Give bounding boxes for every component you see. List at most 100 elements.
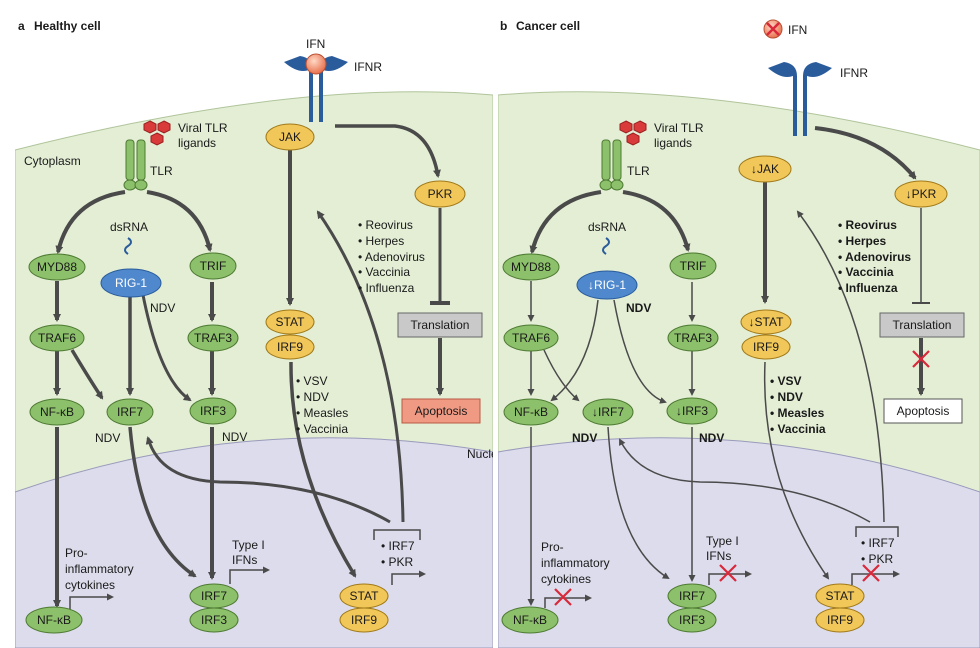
svg-text:STAT: STAT	[826, 589, 856, 603]
node-jak: JAK	[265, 123, 315, 151]
svg-text:STAT: STAT	[276, 315, 306, 329]
tlr-label: TLR	[150, 164, 173, 178]
node-irf3-nuclear-b: IRF3	[667, 607, 717, 633]
svg-text:IRF3: IRF3	[200, 404, 226, 418]
svg-text:IRF3: IRF3	[679, 613, 705, 627]
dsrna-label: dsRNA	[110, 220, 148, 234]
dsrna-icon	[124, 237, 132, 255]
pkr-virus-list: • Reovirus • Herpes • Adenovirus • Vacci…	[358, 218, 425, 295]
isg-pkr-b: • PKR	[861, 552, 894, 566]
svg-text:cytokines: cytokines	[541, 572, 591, 586]
svg-text:TRAF3: TRAF3	[194, 331, 232, 345]
viral-ligands-icon	[143, 120, 171, 146]
svg-text:• Reovirus: • Reovirus	[358, 218, 413, 232]
gene-arrows-b	[544, 526, 900, 608]
svg-text:a: a	[18, 19, 25, 33]
svg-text:↓STAT: ↓STAT	[749, 315, 785, 329]
tlr-receptor-b	[599, 139, 624, 191]
isg-pkr: • PKR	[381, 555, 414, 569]
svg-text:RIG-1: RIG-1	[115, 276, 147, 290]
ifnr-receptor	[284, 53, 348, 122]
apoptosis-box: Apoptosis	[401, 398, 481, 424]
node-traf3-b: TRAF3	[667, 324, 719, 352]
node-nfkb-b: NF-κB	[503, 398, 559, 426]
svg-text:↓PKR: ↓PKR	[906, 187, 937, 201]
svg-text:TRAF6: TRAF6	[512, 331, 550, 345]
node-irf9: IRF9	[265, 334, 315, 360]
node-irf9-nuclear: IRF9	[339, 607, 389, 633]
svg-text:PKR: PKR	[428, 187, 453, 201]
svg-text:NF-κB: NF-κB	[514, 405, 548, 419]
dsrna-icon-b	[602, 237, 610, 255]
node-myd88: MYD88	[28, 253, 86, 281]
panel-b-letter: b	[500, 19, 507, 33]
svg-text:inflammatory: inflammatory	[65, 562, 134, 576]
svg-text:• Measles: • Measles	[770, 406, 825, 420]
svg-text:• Vaccinia: • Vaccinia	[770, 422, 826, 436]
svg-text:• Vaccinia: • Vaccinia	[838, 265, 894, 279]
ndv-label-irf7: NDV	[95, 431, 120, 445]
translation-box-b: Translation	[879, 312, 965, 338]
svg-text:IRF7: IRF7	[201, 589, 227, 603]
svg-text:IFNs: IFNs	[232, 553, 257, 567]
panel-b-title: Cancer cell	[516, 19, 580, 33]
svg-text:• Vaccinia: • Vaccinia	[296, 422, 348, 436]
isg-irf7-b: • IRF7	[861, 536, 895, 550]
tlr-label-b: TLR	[627, 164, 650, 178]
ndv-label-rig-b: NDV	[626, 301, 651, 315]
svg-text:Translation: Translation	[411, 318, 470, 332]
node-nfkb-nuclear-b: NF-κB	[501, 606, 559, 634]
svg-text:• Influenza: • Influenza	[838, 281, 898, 295]
svg-text:• VSV: • VSV	[296, 374, 328, 388]
svg-text:IRF3: IRF3	[201, 613, 227, 627]
ifnr-receptor-b	[768, 62, 832, 136]
panel-b: b Cancer cell IFN IFNR Viral TLR ligands…	[498, 19, 980, 648]
svg-text:TRAF3: TRAF3	[674, 331, 712, 345]
svg-text:IRF9: IRF9	[753, 340, 779, 354]
viral-ligands-icon-b	[619, 120, 647, 146]
node-rig1: RIG-1	[100, 268, 162, 298]
ifnr-label-b: IFNR	[840, 66, 868, 80]
svg-text:• Adenovirus: • Adenovirus	[358, 250, 425, 264]
svg-text:TRIF: TRIF	[200, 259, 227, 273]
svg-text:inflammatory: inflammatory	[541, 556, 610, 570]
svg-text:JAK: JAK	[279, 130, 301, 144]
panel-a: a Healthy cell Cytoplasm IFN IFNR Viral …	[15, 19, 510, 648]
node-traf6: TRAF6	[29, 324, 85, 352]
node-jak-b: ↓JAK	[738, 155, 792, 183]
node-traf6-b: TRAF6	[503, 324, 559, 352]
node-myd88-b: MYD88	[502, 253, 560, 281]
node-pkr: PKR	[414, 180, 466, 208]
svg-text:NF-κB: NF-κB	[37, 613, 71, 627]
ndv-label-irf7-b: NDV	[572, 431, 597, 445]
svg-text:IRF7: IRF7	[117, 405, 143, 419]
x-mark-ifns	[719, 564, 737, 582]
svg-text:• NDV: • NDV	[770, 390, 803, 404]
svg-text:NF-κB: NF-κB	[40, 405, 74, 419]
x-mark-apoptosis	[912, 350, 930, 368]
node-irf3-b: ↓IRF3	[666, 397, 718, 425]
isg-irf7: • IRF7	[381, 539, 415, 553]
ifn-label: IFN	[306, 37, 325, 51]
panel-a-title: Healthy cell	[34, 19, 101, 33]
type1-ifn-label: Type I	[232, 538, 265, 552]
node-irf7-nuclear-b: IRF7	[667, 583, 717, 609]
x-mark-isg	[862, 564, 880, 582]
gene-arrows-a	[69, 529, 426, 610]
ndv-label-irf3-b: NDV	[699, 431, 724, 445]
dsrna-label-b: dsRNA	[588, 220, 626, 234]
svg-text:• Reovirus: • Reovirus	[838, 218, 897, 232]
node-stat-nuclear: STAT	[339, 583, 389, 609]
viral-ligands-label: Viral TLR	[178, 121, 228, 135]
svg-text:NF-κB: NF-κB	[513, 613, 547, 627]
proinflammatory-label: Pro-	[65, 546, 88, 560]
node-irf7: IRF7	[106, 398, 154, 426]
svg-text:TRIF: TRIF	[680, 259, 707, 273]
svg-text:ligands: ligands	[178, 136, 216, 150]
node-trif-b: TRIF	[669, 252, 717, 280]
cytoplasm-label: Cytoplasm	[24, 154, 81, 168]
svg-text:Apoptosis: Apoptosis	[415, 404, 468, 418]
pathway-arrows-a	[53, 124, 450, 608]
ifn-molecule	[305, 53, 327, 75]
